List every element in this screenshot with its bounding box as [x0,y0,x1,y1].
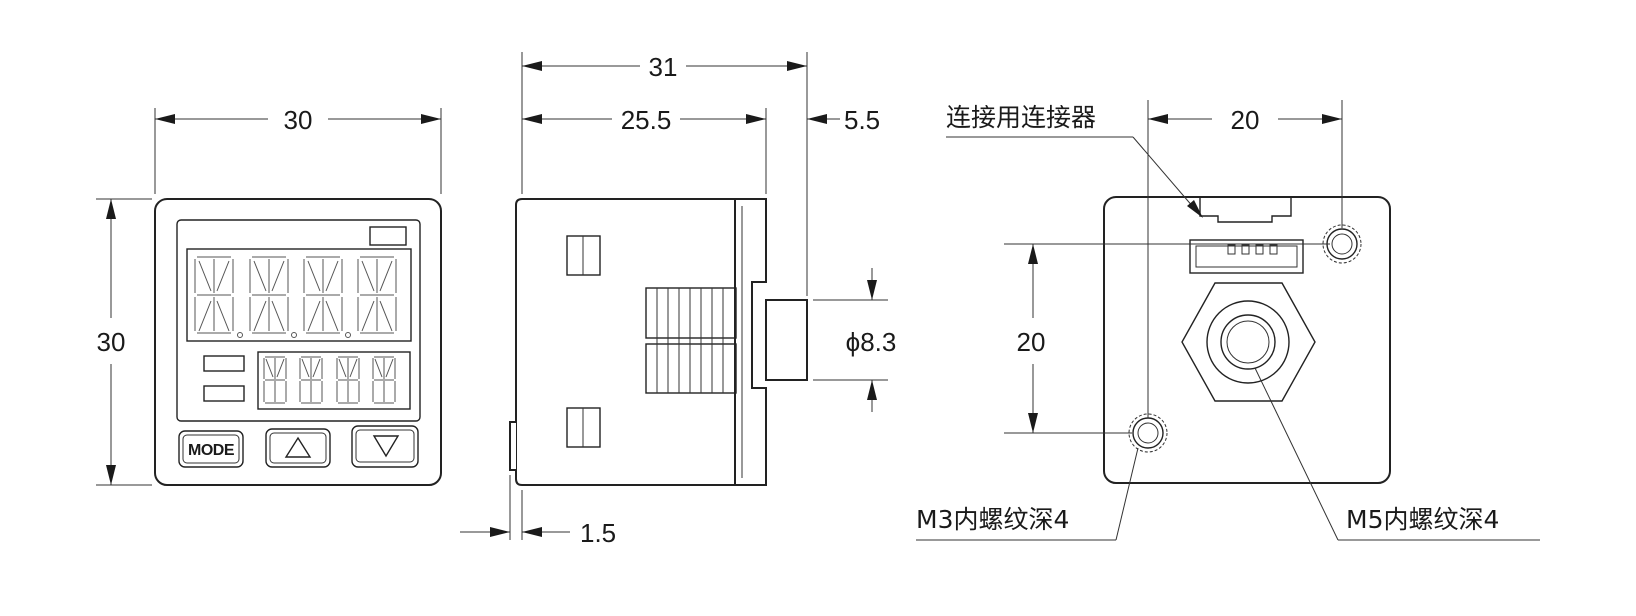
back-housing [1103,196,1391,484]
port-length-label: 5.5 [844,105,880,135]
front-width-dimension: 30 [154,105,442,194]
port-diameter-dimension: ϕ8.3 [813,268,896,412]
overall-length-label: 31 [649,52,678,82]
up-button[interactable] [265,428,331,468]
down-button[interactable] [351,425,419,468]
rear-tab [509,421,516,471]
main-display [186,248,412,342]
hole-vertical-dimension: 20 [1004,243,1330,434]
side-flange [734,198,767,486]
body-length-label: 25.5 [621,105,672,135]
down-arrow-icon [372,435,400,458]
side-grip-lower [645,343,737,394]
side-grip-upper [645,287,737,339]
hole-horizontal-label: 20 [1231,105,1260,135]
back-view [1103,196,1391,484]
connector-callout: 连接用连接器 [946,103,1203,218]
rear-offset-label: 1.5 [580,518,616,548]
m3-thread-note: M3内螺纹深4 [916,505,1069,534]
pressure-port [765,299,808,381]
up-arrow-icon [284,436,312,458]
port-length-dimension: 5.5 [807,105,880,135]
rear-offset-dimension: 1.5 [460,475,616,548]
side-grip-ridges [656,288,724,393]
front-housing [154,198,442,486]
front-width-label: 30 [284,105,313,135]
body-length-dimension: 25.5 [522,105,767,194]
overall-length-dimension: 31 [521,52,808,296]
main-digits [194,256,397,338]
sub-display [257,351,411,410]
connector-note: 连接用连接器 [946,103,1096,132]
hole-vertical-label: 20 [1017,327,1046,357]
side-housing [515,198,736,486]
front-height-label: 30 [97,327,126,357]
m5-thread-callout: M5内螺纹深4 [1254,367,1540,541]
front-view: MODE [154,198,442,486]
mode-button-label: MODE [188,442,235,459]
port-diameter-label: ϕ8.3 [846,327,897,357]
side-view [509,198,808,486]
unit-indicator-top [203,355,245,372]
m5-thread-note: M5内螺纹深4 [1346,505,1499,534]
m3-thread-callout: M3内螺纹深4 [916,447,1139,541]
sub-digits [263,356,396,404]
unit-indicator-bottom [203,385,245,402]
front-bezel [176,219,421,422]
front-height-dimension: 30 [96,198,152,486]
hole-horizontal-dimension: 20 [1147,100,1343,418]
pressure-port-hex [1181,282,1316,402]
connector [1189,197,1304,274]
mode-button[interactable]: MODE [178,430,244,468]
status-indicator [369,226,407,246]
